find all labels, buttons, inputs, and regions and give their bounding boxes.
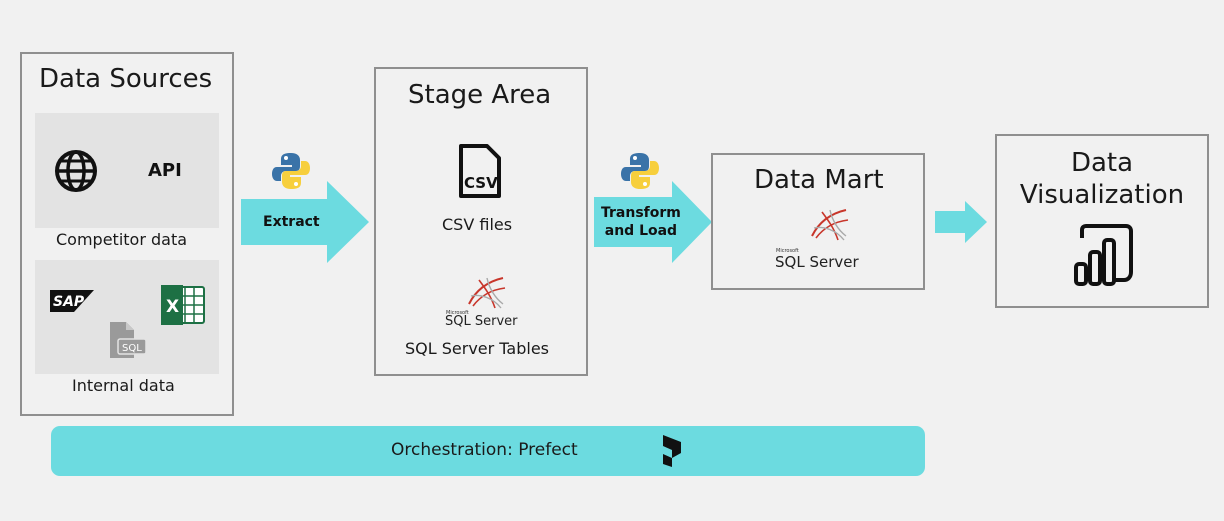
orchestration-bar: Orchestration: Prefect [51, 426, 925, 476]
transform-label-line1: Transform [601, 205, 681, 221]
sql-file-icon: SQL [110, 322, 147, 358]
transform-arrow [594, 181, 712, 263]
sql-server-logo-text-mart: SQL Server [775, 253, 859, 271]
transform-label: Transform and Load [601, 204, 681, 240]
data-visualization-box [995, 134, 1209, 308]
visualization-arrow [935, 201, 987, 243]
prefect-logo-icon [663, 435, 681, 467]
excel-icon: X [161, 285, 205, 325]
data-visualization-title: Data Visualization [995, 147, 1209, 211]
sql-server-logo-small: Microsoft [446, 310, 469, 316]
svg-text:CSV: CSV [464, 174, 498, 192]
python-icon-transform [621, 153, 659, 189]
svg-text:SQL: SQL [122, 343, 142, 354]
data-mart-title: Data Mart [754, 165, 884, 195]
extract-label: Extract [263, 214, 320, 230]
sap-icon: SAP [50, 290, 94, 312]
orchestration-label: Orchestration: Prefect [391, 440, 578, 460]
internal-caption: Internal data [72, 376, 175, 395]
transform-label-line2: and Load [604, 223, 678, 239]
stage-area-box [374, 67, 588, 376]
sql-server-logo-text: SQL Server [445, 314, 518, 329]
data-visualization-title-line1: Data [1070, 148, 1134, 178]
python-icon [272, 153, 310, 189]
competitor-caption: Competitor data [56, 230, 188, 249]
extract-arrow [241, 181, 369, 263]
svg-text:SAP: SAP [53, 294, 85, 310]
globe-icon [55, 150, 97, 192]
data-mart-box [711, 153, 925, 290]
csv-file-icon: CSV [459, 144, 501, 198]
csv-caption: CSV files [442, 215, 513, 234]
stage-area-title: Stage Area [408, 80, 552, 110]
sql-server-logo-icon-mart [811, 209, 849, 241]
power-bi-icon [1074, 224, 1133, 286]
sql-server-logo-small-mart: Microsoft [776, 248, 799, 254]
data-visualization-title-line2: Visualization [1019, 180, 1185, 210]
api-icon: API [148, 160, 182, 181]
data-sources-title: Data Sources [39, 64, 213, 94]
sql-server-logo-icon [468, 277, 506, 309]
sql-server-caption: SQL Server Tables [405, 339, 550, 358]
svg-text:X: X [166, 297, 179, 317]
